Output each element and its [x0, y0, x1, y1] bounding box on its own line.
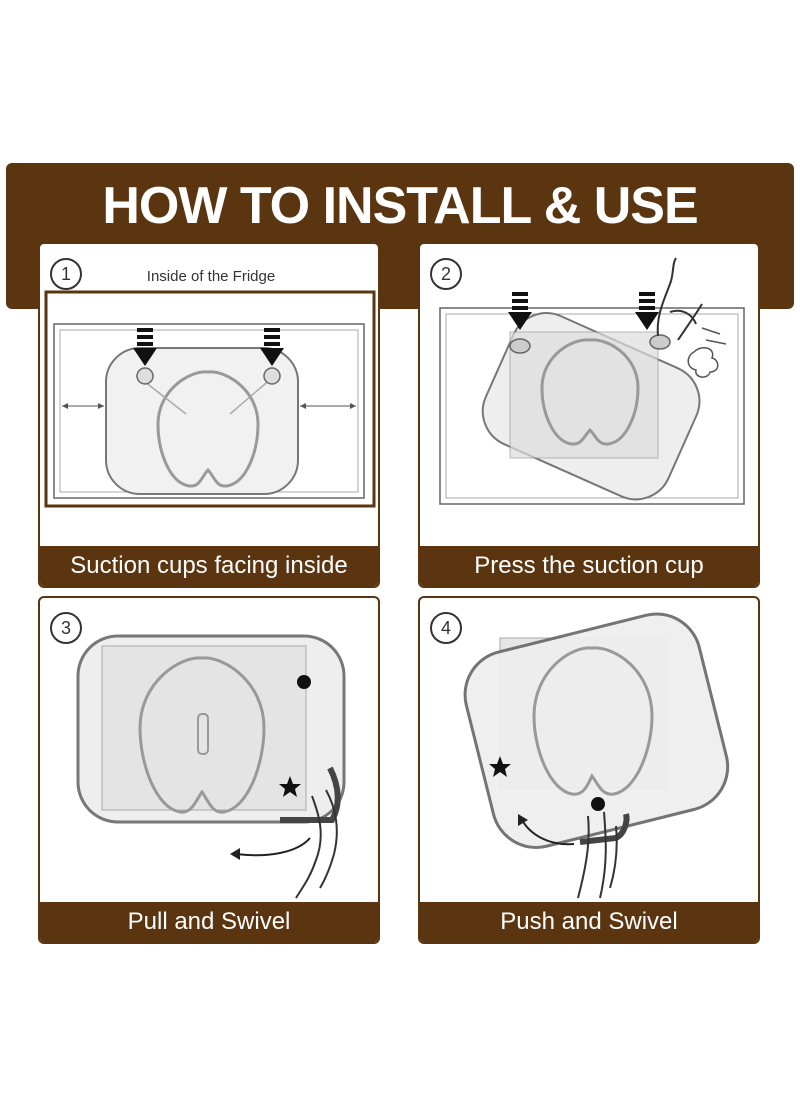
- step-number-badge: 2: [430, 258, 462, 290]
- step-2-illustration: [439, 257, 745, 505]
- page-title: HOW TO INSTALL & USE: [102, 177, 698, 235]
- step-2-caption: Press the suction cup: [420, 546, 758, 586]
- step-4-illustration: [463, 612, 730, 899]
- step-3-illustration: [76, 634, 346, 899]
- step-3-caption: Pull and Swivel: [40, 902, 378, 942]
- step-1-panel: 1 Inside of the Fridge Suction cups faci…: [38, 242, 380, 588]
- step-3-panel: 3 Pull and Swivel: [38, 596, 380, 944]
- step-number-badge: 3: [50, 612, 82, 644]
- step-1-caption: Suction cups facing inside: [40, 546, 378, 586]
- step-number-badge: 4: [430, 612, 462, 644]
- fridge-label: Inside of the Fridge: [146, 268, 276, 285]
- step-number-badge: 1: [50, 258, 82, 290]
- step-1-illustration: [44, 290, 376, 508]
- step-4-caption: Push and Swivel: [420, 902, 758, 942]
- step-2-panel: 2 Press the suction cup: [418, 242, 760, 588]
- step-4-panel: 4 Push and Swivel: [418, 596, 760, 944]
